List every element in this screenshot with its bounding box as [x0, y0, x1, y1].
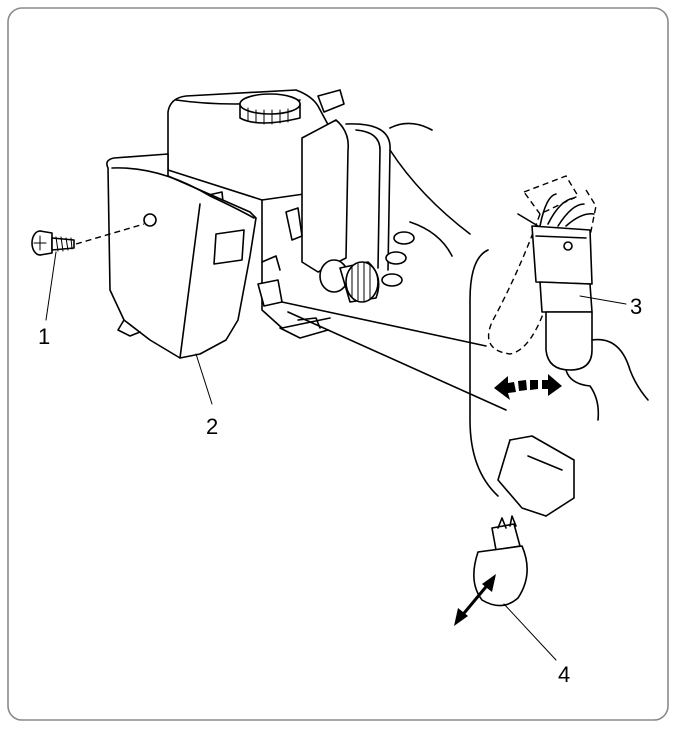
machine-head: [167, 89, 471, 339]
zoom-line: [281, 301, 487, 347]
callout-4: 4: [558, 662, 570, 687]
face-cover: [106, 153, 257, 359]
leader-line-2: [195, 353, 213, 405]
callout-3: 3: [630, 294, 642, 319]
callout-2: 2: [206, 414, 218, 439]
bulb-inset: [454, 435, 575, 661]
callout-1: 1: [38, 324, 50, 349]
screw: [31, 223, 145, 256]
rotate-arrow-icon: [494, 374, 562, 400]
socket-inset: [469, 175, 649, 497]
leader-line-1: [45, 251, 57, 321]
